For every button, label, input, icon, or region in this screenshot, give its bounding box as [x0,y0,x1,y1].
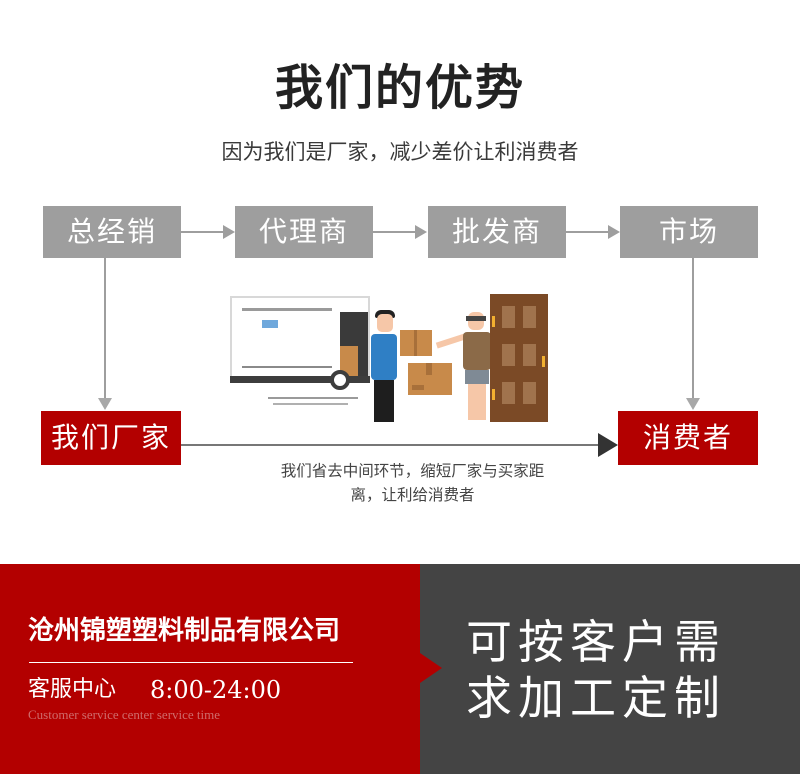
connector-line [373,231,417,233]
direct-connector-line [181,444,601,446]
service-caption-en: Customer service center service time [28,707,221,722]
customer-icon [468,312,484,330]
company-name: 沧州锦塑塑料制品有限公司 [28,616,341,646]
connector-line-vertical [692,258,694,400]
arrow-right-icon [415,225,427,239]
flow-note: 我们省去中间环节，缩短厂家与买家距 离，让利给消费者 [240,459,585,507]
chain-step-general-distributor: 总经销 [43,206,181,258]
wheel-icon [330,370,350,390]
arrow-down-icon [98,398,112,410]
custom-processing-slogan: 可按客户需 求加工定制 [466,614,766,726]
page-subtitle: 因为我们是厂家，减少差价让利消费者 [221,140,579,164]
connector-line-vertical [104,258,106,400]
connector-line [181,231,225,233]
chain-step-agent: 代理商 [235,206,373,258]
direct-source-factory: 我们厂家 [41,411,181,465]
banner-company-panel [0,564,420,774]
banner-slogan-panel [420,564,800,774]
chain-step-market: 市场 [620,206,758,258]
arrow-right-icon [598,433,618,457]
flow-note-line2: 离，让利给消费者 [350,486,475,504]
arrow-right-icon [608,225,620,239]
banner-pointer-icon [420,653,442,683]
flow-note-line1: 我们省去中间环节，缩短厂家与买家距 [280,462,545,480]
connector-line [566,231,610,233]
service-hours: 8:00-24:00 [150,676,282,704]
slogan-line2: 求加工定制 [466,671,726,725]
service-label: 客服中心 [28,677,117,702]
courier-icon [377,314,393,332]
arrow-down-icon [686,398,700,410]
direct-target-consumer: 消费者 [618,411,758,465]
divider [29,662,353,663]
package-icon [408,363,452,395]
truck-icon [230,296,370,378]
delivery-scene-icon [228,290,558,425]
chain-step-wholesaler: 批发商 [428,206,566,258]
arrow-right-icon [223,225,235,239]
door-icon [490,294,548,422]
package-icon [400,330,432,356]
slogan-line1: 可按客户需 [466,615,726,669]
page-title: 我们的优势 [274,60,525,116]
